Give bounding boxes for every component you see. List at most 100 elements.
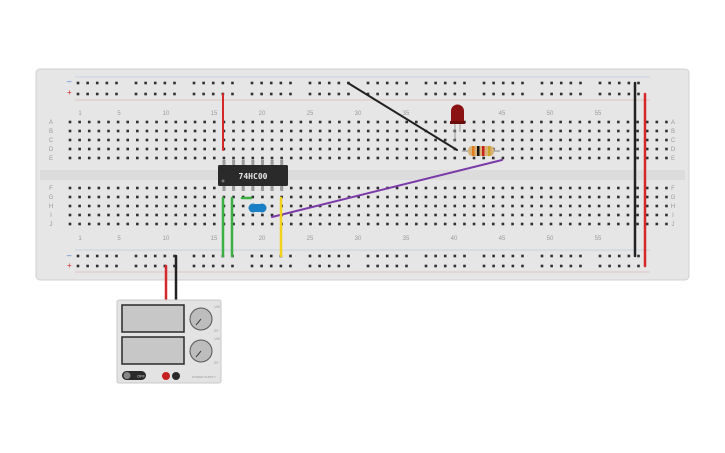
breadboard-hole[interactable] — [578, 186, 582, 190]
breadboard-hole[interactable] — [347, 213, 351, 217]
breadboard-hole[interactable] — [520, 129, 524, 133]
rail-hole[interactable] — [453, 92, 457, 96]
rail-hole[interactable] — [453, 254, 457, 258]
breadboard-hole[interactable] — [443, 147, 447, 151]
breadboard-hole[interactable] — [636, 147, 639, 151]
breadboard-hole[interactable] — [655, 204, 659, 208]
breadboard-hole[interactable] — [415, 195, 418, 199]
breadboard-hole[interactable] — [665, 204, 668, 208]
breadboard-hole[interactable] — [597, 156, 601, 160]
rail-hole[interactable] — [318, 254, 321, 258]
breadboard-hole[interactable] — [107, 222, 110, 226]
breadboard-hole[interactable] — [87, 147, 91, 151]
breadboard-hole[interactable] — [607, 186, 611, 190]
breadboard-hole[interactable] — [491, 156, 495, 160]
rail-hole[interactable] — [366, 264, 370, 268]
breadboard-hole[interactable] — [443, 213, 447, 217]
breadboard-hole[interactable] — [184, 195, 187, 199]
breadboard-hole[interactable] — [347, 129, 351, 133]
rail-hole[interactable] — [550, 92, 553, 96]
rail-hole[interactable] — [511, 81, 515, 85]
breadboard-hole[interactable] — [395, 213, 399, 217]
rail-hole[interactable] — [115, 92, 118, 96]
wire-purple[interactable] — [271, 159, 503, 218]
breadboard-hole[interactable] — [203, 186, 206, 190]
breadboard-hole[interactable] — [136, 186, 139, 190]
breadboard-hole[interactable] — [328, 222, 332, 226]
breadboard-hole[interactable] — [578, 138, 582, 142]
breadboard-hole[interactable] — [107, 129, 110, 133]
breadboard-hole[interactable] — [434, 120, 437, 124]
breadboard-hole[interactable] — [309, 195, 312, 199]
rail-hole[interactable] — [76, 81, 80, 85]
breadboard-hole[interactable] — [636, 138, 639, 142]
breadboard-hole[interactable] — [97, 204, 101, 208]
rail-hole[interactable] — [627, 81, 631, 85]
breadboard-hole[interactable] — [645, 147, 649, 151]
breadboard-hole[interactable] — [415, 129, 418, 133]
breadboard-hole[interactable] — [386, 129, 389, 133]
breadboard-hole[interactable] — [126, 195, 130, 199]
rail-hole[interactable] — [501, 92, 505, 96]
breadboard-hole[interactable] — [136, 213, 139, 217]
breadboard-hole[interactable] — [665, 222, 668, 226]
breadboard-hole[interactable] — [568, 213, 572, 217]
breadboard-hole[interactable] — [270, 195, 274, 199]
rail-hole[interactable] — [250, 264, 254, 268]
breadboard-hole[interactable] — [136, 156, 139, 160]
breadboard-hole[interactable] — [366, 222, 370, 226]
breadboard-hole[interactable] — [549, 120, 553, 124]
breadboard-hole[interactable] — [540, 195, 543, 199]
rail-hole[interactable] — [627, 264, 631, 268]
rail-hole[interactable] — [521, 81, 524, 85]
breadboard-hole[interactable] — [549, 204, 553, 208]
breadboard-hole[interactable] — [338, 204, 341, 208]
breadboard-hole[interactable] — [482, 222, 485, 226]
breadboard-hole[interactable] — [597, 120, 601, 124]
breadboard-hole[interactable] — [155, 156, 158, 160]
breadboard-hole[interactable] — [78, 147, 81, 151]
breadboard-hole[interactable] — [405, 204, 408, 208]
breadboard-hole[interactable] — [318, 138, 322, 142]
breadboard-hole[interactable] — [626, 147, 630, 151]
breadboard-hole[interactable] — [511, 195, 514, 199]
breadboard-hole[interactable] — [232, 213, 235, 217]
breadboard-hole[interactable] — [193, 204, 197, 208]
breadboard-hole[interactable] — [145, 213, 149, 217]
rail-hole[interactable] — [492, 92, 495, 96]
breadboard-hole[interactable] — [289, 156, 293, 160]
led[interactable] — [450, 104, 465, 142]
breadboard-hole[interactable] — [607, 195, 611, 199]
breadboard-hole[interactable] — [386, 204, 389, 208]
rail-hole[interactable] — [617, 254, 621, 258]
breadboard-hole[interactable] — [549, 156, 553, 160]
breadboard-hole[interactable] — [491, 186, 495, 190]
rail-hole[interactable] — [86, 81, 89, 85]
rail-hole[interactable] — [434, 254, 437, 258]
breadboard-hole[interactable] — [386, 213, 389, 217]
breadboard-hole[interactable] — [241, 138, 245, 142]
rail-hole[interactable] — [598, 254, 602, 258]
rail-hole[interactable] — [569, 81, 573, 85]
breadboard-hole[interactable] — [424, 120, 428, 124]
breadboard-hole[interactable] — [636, 222, 639, 226]
breadboard-hole[interactable] — [203, 204, 206, 208]
rail-hole[interactable] — [511, 92, 515, 96]
breadboard-hole[interactable] — [597, 204, 601, 208]
breadboard-hole[interactable] — [636, 186, 639, 190]
breadboard-hole[interactable] — [501, 147, 505, 151]
breadboard-hole[interactable] — [270, 222, 274, 226]
breadboard-hole[interactable] — [386, 147, 389, 151]
breadboard-hole[interactable] — [299, 156, 303, 160]
breadboard-hole[interactable] — [424, 138, 428, 142]
breadboard-hole[interactable] — [347, 222, 351, 226]
breadboard-hole[interactable] — [617, 129, 620, 133]
rail-hole[interactable] — [366, 92, 370, 96]
breadboard-hole[interactable] — [309, 120, 312, 124]
rail-hole[interactable] — [511, 254, 515, 258]
breadboard-hole[interactable] — [395, 120, 399, 124]
breadboard-hole[interactable] — [241, 147, 245, 151]
breadboard-hole[interactable] — [511, 204, 514, 208]
breadboard-hole[interactable] — [453, 186, 457, 190]
breadboard-hole[interactable] — [68, 147, 72, 151]
